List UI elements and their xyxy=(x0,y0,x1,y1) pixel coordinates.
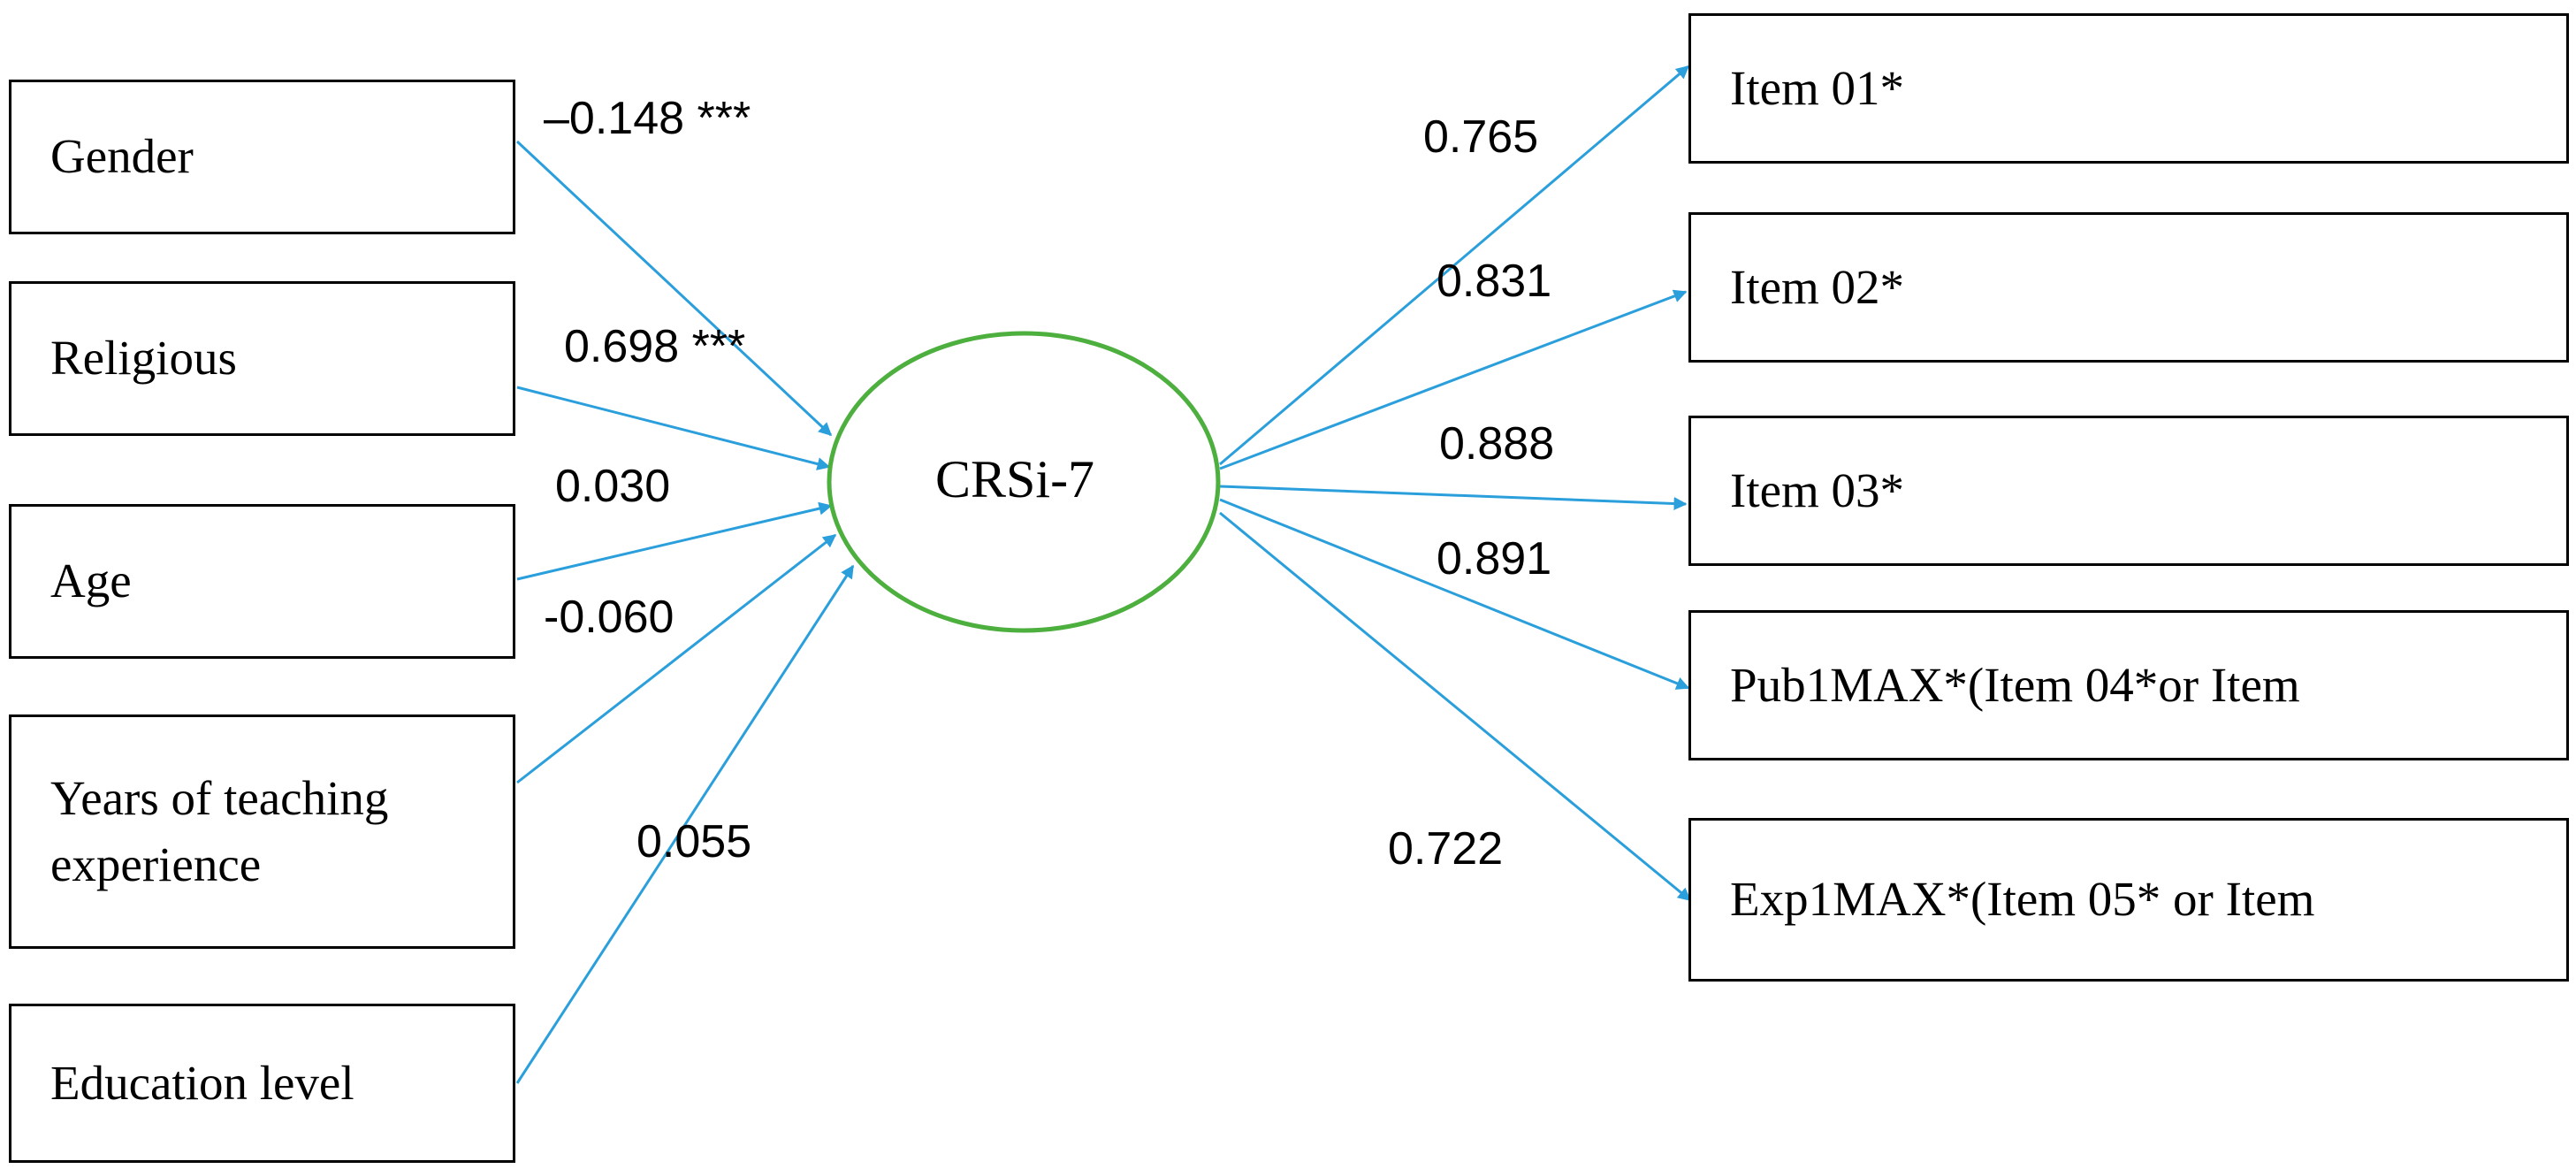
indicator-item-02: Item 02* xyxy=(1688,212,2569,363)
arrow-item01 xyxy=(1219,65,1690,466)
latent-ellipse xyxy=(827,331,1221,633)
indicator-label: Exp1MAX*(Item 05* or Item xyxy=(1730,872,2315,927)
arrow-education xyxy=(515,564,855,1084)
indicator-label: Item 02* xyxy=(1730,259,1905,314)
arrow-gender xyxy=(515,140,833,437)
indicator-item-01: Item 01* xyxy=(1688,13,2569,164)
predictor-label: Age xyxy=(50,554,132,608)
indicator-label: Item 03* xyxy=(1730,462,1905,517)
indicator-exp1max: Exp1MAX*(Item 05* or Item xyxy=(1688,818,2569,982)
arrow-pub1max xyxy=(1219,498,1690,690)
loading-item-01: 0.765 xyxy=(1423,111,1539,163)
arrow-exp1max xyxy=(1219,511,1692,902)
coef-religious: 0.698 *** xyxy=(564,321,746,372)
loading-pub1max: 0.891 xyxy=(1437,533,1552,584)
loading-item-03: 0.888 xyxy=(1439,418,1555,470)
loading-item-02: 0.831 xyxy=(1437,256,1552,307)
coef-age: 0.030 xyxy=(555,461,671,512)
coef-gender: –0.148 *** xyxy=(544,93,751,144)
predictor-label: Gender xyxy=(50,129,194,184)
arrow-years xyxy=(516,533,837,784)
predictor-education-level: Education level xyxy=(9,1004,515,1163)
coef-years: -0.060 xyxy=(544,592,674,643)
predictor-age: Age xyxy=(9,504,515,659)
predictor-religious: Religious xyxy=(9,281,515,436)
latent-label: CRSi-7 xyxy=(935,450,1095,508)
predictor-gender: Gender xyxy=(9,80,515,234)
arrow-religious xyxy=(516,386,831,470)
indicator-label: Pub1MAX*(Item 04*or Item xyxy=(1730,657,2300,712)
arrow-age xyxy=(516,501,833,581)
predictor-label: Religious xyxy=(50,331,237,386)
indicator-pub1max: Pub1MAX*(Item 04*or Item xyxy=(1688,610,2569,760)
predictor-years-of-teaching-experience: Years of teaching experience xyxy=(9,714,515,949)
predictor-label: Years of teaching experience xyxy=(50,771,389,891)
arrow-item03 xyxy=(1219,485,1688,510)
indicator-label: Item 01* xyxy=(1730,60,1905,115)
indicator-item-03: Item 03* xyxy=(1688,416,2569,566)
predictor-label: Education level xyxy=(50,1055,354,1110)
loading-exp1max: 0.722 xyxy=(1388,823,1504,875)
arrow-item02 xyxy=(1219,289,1688,470)
coef-education: 0.055 xyxy=(636,816,752,867)
